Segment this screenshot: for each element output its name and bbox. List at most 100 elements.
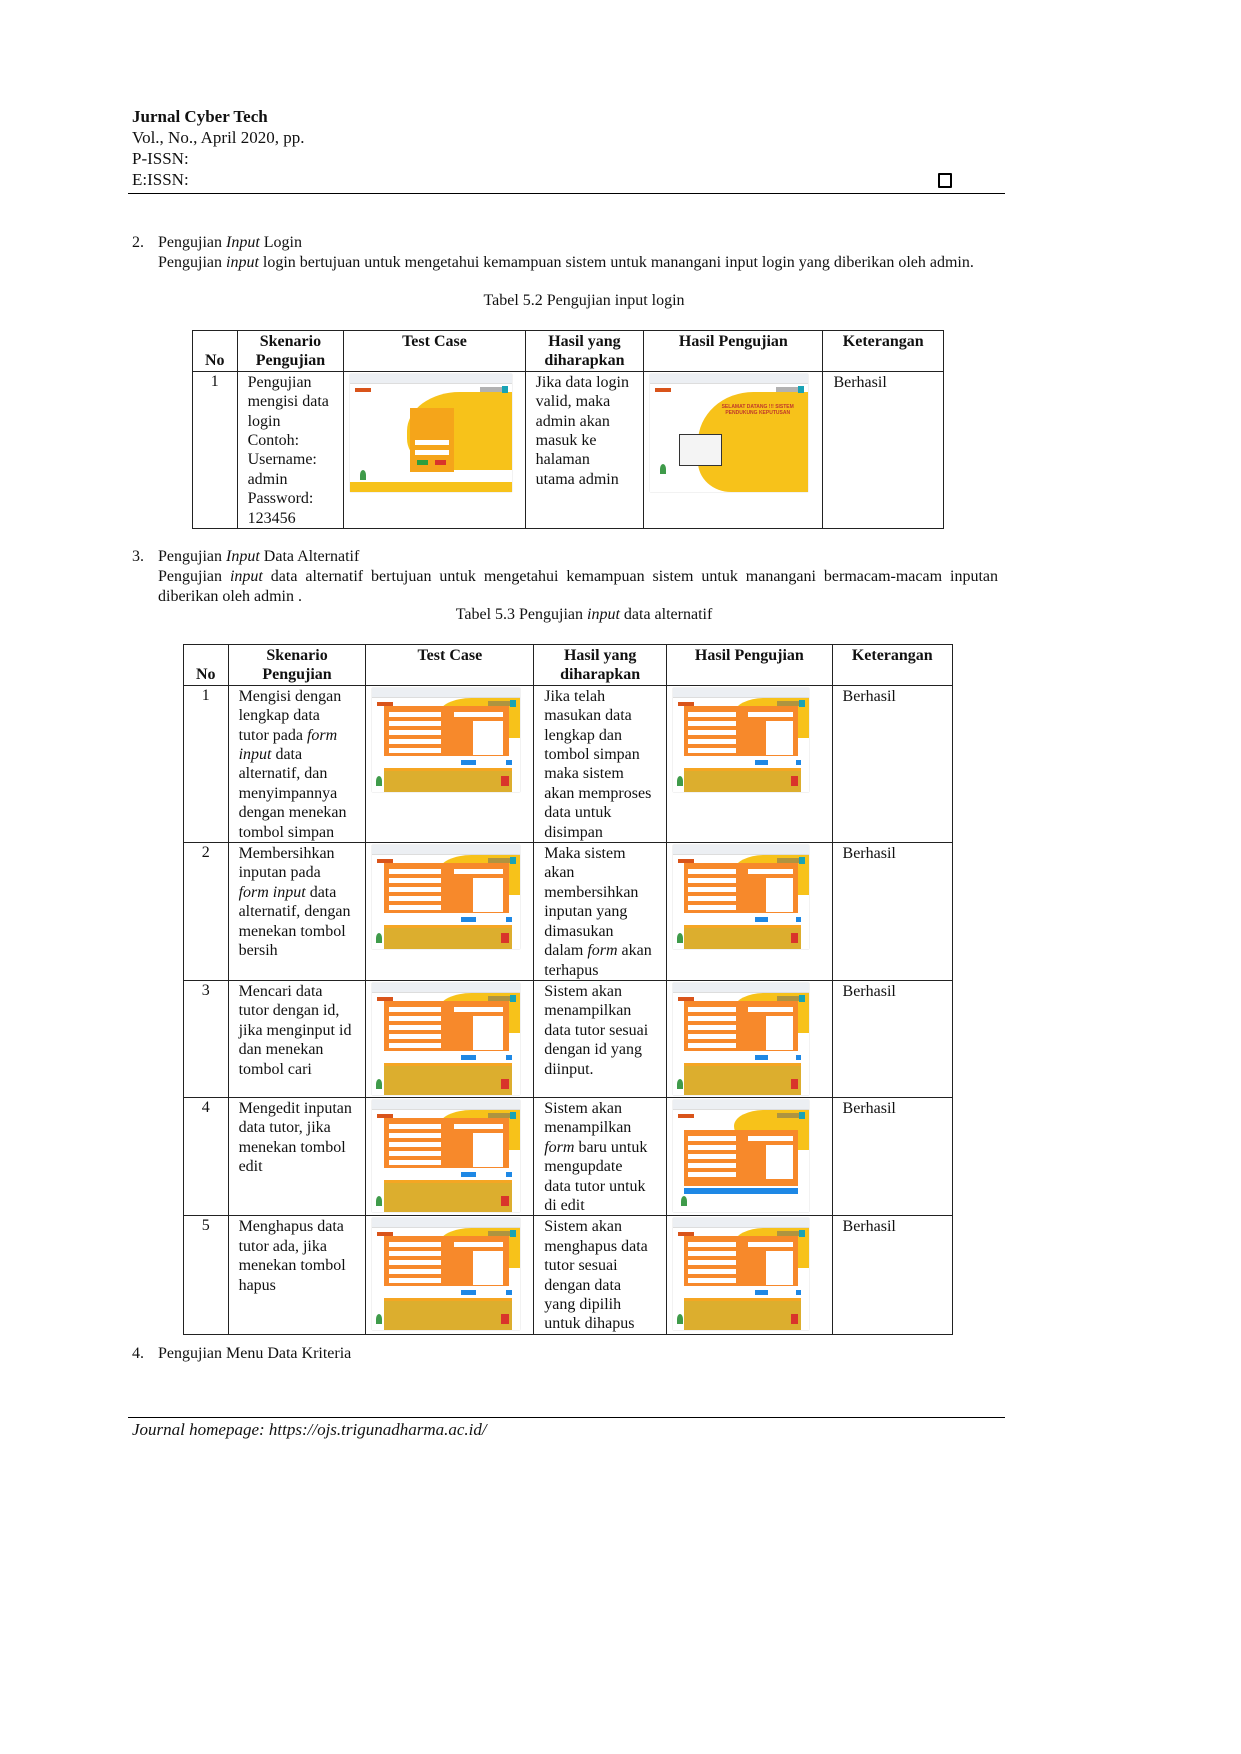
cell-line: yang dipilih	[544, 1295, 666, 1314]
field-shape	[688, 711, 736, 717]
text-run: Login	[259, 234, 302, 251]
text-run: Tabel 5.3 Pengujian	[455, 606, 587, 623]
field-shape	[388, 738, 441, 744]
cell-line: halaman	[536, 450, 644, 469]
field-shape	[388, 720, 441, 726]
cell-line: tutor dengan id,	[239, 1001, 366, 1020]
bar-shape	[372, 982, 521, 993]
field-shape	[388, 1042, 441, 1048]
text-run: maka sistem	[544, 765, 624, 783]
cell-line: tutor ada, jika	[239, 1237, 366, 1256]
plant-shape	[376, 1195, 383, 1206]
navbtn-shape	[799, 857, 806, 865]
text-run: tutor ada, jika	[238, 1237, 327, 1255]
logo-shape	[377, 1113, 394, 1118]
text-run: bersih	[238, 942, 278, 960]
btn-shape	[505, 1171, 512, 1177]
field-shape	[388, 1278, 441, 1284]
navbtn-shape	[799, 1111, 806, 1119]
field-shape	[688, 1162, 736, 1168]
text-run: menampilkan	[544, 1119, 632, 1137]
text-run: Username:	[247, 451, 317, 469]
cell-line: valid, maka	[536, 392, 644, 411]
cell-line: Username:	[248, 450, 344, 469]
text-run: dengan menekan	[238, 804, 347, 822]
text-run: Pengujian	[247, 373, 312, 391]
navbtn-shape	[510, 699, 517, 707]
field-shape	[388, 869, 441, 875]
field-shape	[747, 1135, 793, 1141]
table-5-3-caption: Tabel 5.3 Pengujian input data alternati…	[284, 605, 884, 625]
text-run: menyimpannya	[238, 784, 338, 802]
cell-line: alternatif, dengan	[239, 902, 366, 921]
text-run: admin	[247, 470, 288, 488]
btn-shape	[505, 1290, 512, 1296]
cell-line: masukan data	[544, 706, 666, 725]
cell-line: tutor sesuai	[544, 1256, 666, 1275]
text-run: menekan tombol	[238, 1257, 346, 1275]
nav-shape	[480, 386, 507, 392]
navbtn-shape	[510, 994, 517, 1002]
btn-shape	[505, 759, 512, 765]
btn-shape	[791, 1314, 799, 1325]
row-number: 4	[183, 1096, 229, 1217]
text-run: input	[226, 254, 259, 271]
plant-shape	[677, 1314, 684, 1325]
text-run: baru untuk	[574, 1138, 648, 1156]
text-run: akan	[617, 942, 652, 960]
section-2-paragraph: Pengujian input login bertujuan untuk me…	[158, 253, 998, 273]
cell-line: menekan tombol	[239, 922, 366, 941]
text-run: Tabel 5.2 Pengujian input login	[483, 292, 685, 309]
btn-shape	[501, 933, 509, 944]
text-run: disimpan	[544, 823, 603, 841]
column-header: Hasil yang diharapkan	[524, 330, 645, 372]
field-shape	[688, 1251, 736, 1257]
cell-line: membersihkan	[544, 883, 666, 902]
text-run: Pengujian	[158, 234, 226, 251]
cell-line: alternatif, dan	[239, 764, 366, 783]
nav-shape	[488, 1112, 515, 1118]
cell-line: Sistem akan	[544, 982, 666, 1001]
nav-shape	[777, 858, 804, 864]
btn-shape	[416, 459, 429, 465]
text-run: tutor pada	[238, 726, 307, 744]
text-run: Sistem akan	[544, 982, 622, 1000]
text-run: data	[305, 883, 337, 901]
nav-shape	[777, 1112, 804, 1118]
btn-shape	[461, 917, 477, 923]
text-run: data	[271, 746, 303, 764]
bar-shape	[673, 1218, 810, 1229]
field-shape	[688, 1171, 736, 1177]
tbl-shape	[384, 1062, 512, 1095]
text-run: Menghapus data	[238, 1218, 344, 1236]
field-shape	[473, 720, 503, 755]
cell-line: data tutor sesuai	[544, 1021, 666, 1040]
plant-shape	[360, 469, 367, 480]
field-shape	[688, 1260, 736, 1266]
column-header: Keterangan	[822, 330, 944, 372]
column-header: No	[183, 644, 229, 686]
btn-shape	[754, 759, 769, 765]
bar-shape	[372, 687, 521, 698]
field-shape	[688, 720, 736, 726]
field-shape	[388, 1033, 441, 1039]
field-shape	[688, 896, 736, 902]
keterangan-cell: Berhasil	[831, 1215, 954, 1335]
tbl-shape	[384, 1298, 512, 1331]
cell-line: akan memproses	[544, 784, 666, 803]
logo-shape	[377, 859, 394, 864]
cell-line: Mengedit inputan	[239, 1099, 366, 1118]
cell-line: data untuk	[544, 803, 666, 822]
text-run: Input	[226, 548, 260, 565]
cell-line: Contoh:	[248, 431, 344, 450]
form-saved-screenshot	[673, 687, 810, 792]
field-shape	[765, 1015, 793, 1050]
btn-shape	[505, 917, 512, 923]
field-shape	[688, 729, 736, 735]
text-run: Membersihkan	[238, 845, 335, 863]
text-run: 123456	[247, 509, 296, 527]
section-title: Pengujian Input Data Alternatif	[158, 548, 359, 565]
